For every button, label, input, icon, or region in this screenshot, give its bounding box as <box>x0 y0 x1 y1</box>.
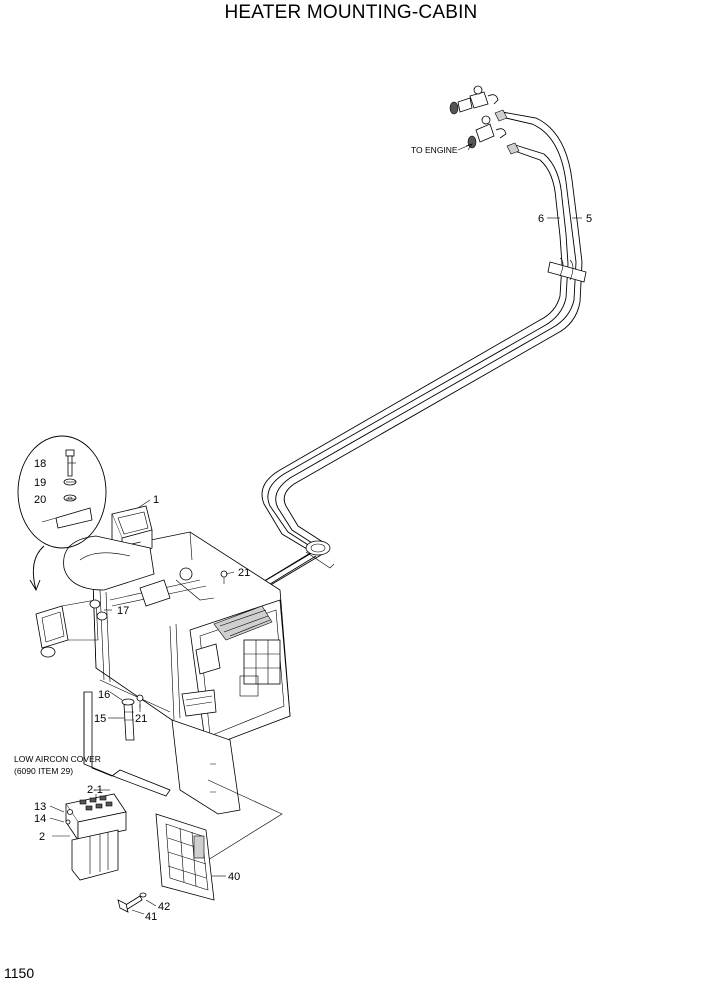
control-panel <box>65 793 127 881</box>
callout-2-1: 2-1 <box>87 784 103 796</box>
page-number: 1150 <box>4 965 35 981</box>
low-aircon-cover <box>83 691 283 861</box>
callout-2: 2 <box>39 831 45 843</box>
callout-18: 18 <box>34 458 46 470</box>
page-title: HEATER MOUNTING-CABIN <box>224 2 478 23</box>
low-aircon-cover-ref: (6090 ITEM 29) <box>14 766 73 776</box>
engine-fittings <box>449 85 507 151</box>
callout-5: 5 <box>586 213 592 225</box>
callout-20: 20 <box>34 494 46 506</box>
callout-1: 1 <box>153 494 159 506</box>
screw <box>117 892 147 913</box>
callout-42: 42 <box>158 901 170 913</box>
callout-19: 19 <box>34 477 46 489</box>
callout-6: 6 <box>538 213 544 225</box>
callout-21-lower: 21 <box>135 713 147 725</box>
to-engine-note: TO ENGINE <box>411 145 458 155</box>
callout-15: 15 <box>94 713 106 725</box>
low-aircon-cover-note: LOW AIRCON COVER <box>14 754 101 764</box>
callout-17: 17 <box>117 605 129 617</box>
heater-unit <box>35 505 291 749</box>
callout-21-upper: 21 <box>238 567 250 579</box>
callout-16: 16 <box>98 689 110 701</box>
callout-13: 13 <box>34 801 46 813</box>
grille-cover <box>155 813 215 901</box>
callout-14: 14 <box>34 813 46 825</box>
callout-40: 40 <box>228 871 240 883</box>
bolt-detail <box>17 435 107 592</box>
callout-41: 41 <box>145 911 157 923</box>
leader-lines <box>49 217 582 915</box>
heater-hoses <box>219 109 587 613</box>
